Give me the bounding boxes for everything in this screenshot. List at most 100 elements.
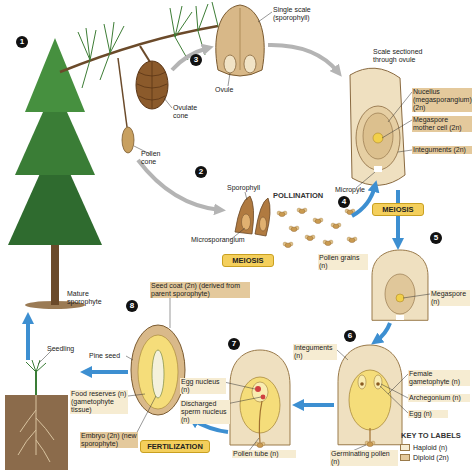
embryo-shape: [152, 350, 164, 398]
sperm-nucleus: [261, 395, 266, 400]
flow-arrow: [396, 190, 400, 244]
pollen-grain: [347, 237, 357, 243]
pollen-grain: [331, 223, 341, 229]
part-label: Mature sporophyte: [66, 290, 108, 306]
callout-number: 8: [126, 300, 138, 312]
archegonium-shape: [358, 375, 366, 389]
leader-line: [170, 298, 171, 328]
callout-number: 3: [190, 54, 202, 66]
leader-line: [388, 92, 412, 122]
scale-section: [350, 68, 405, 185]
part-label: Single scale (sporophyll): [272, 6, 324, 22]
box-text: MEIOSIS: [375, 205, 421, 214]
pollen-grain: [323, 240, 333, 246]
part-label: Female gametophyte (n): [408, 370, 470, 386]
food-reserves: [138, 335, 178, 409]
part-label: Integuments (n): [293, 344, 337, 360]
tree-trunk: [51, 238, 59, 305]
mother-cell: [373, 133, 383, 143]
part-label: Egg (n): [408, 410, 448, 418]
seed-coat: [131, 325, 185, 415]
ovule-stage: [230, 350, 290, 448]
leader-lines: [38, 12, 430, 452]
ovule-shape: [224, 55, 236, 73]
pine-seed: [131, 325, 185, 415]
legend-swatch: [400, 444, 410, 451]
micropyle-gap: [396, 315, 404, 320]
pollen-grain: [365, 441, 375, 447]
part-label: Pollen cone: [140, 150, 174, 166]
leader-line: [228, 73, 230, 86]
part-label: Pollen tube (n): [232, 450, 296, 458]
part-label: Micropyle: [334, 186, 374, 194]
sporophyll-shape: [255, 198, 270, 236]
mature-tree: [8, 38, 102, 309]
scale-ridge: [240, 8, 241, 70]
legend-swatch: [400, 454, 410, 461]
pollen-tube: [369, 428, 370, 442]
part-label: Seed coat (2n) (derived from parent spor…: [150, 282, 250, 298]
pollen-grain: [297, 208, 307, 214]
box-text: FERTILIZATION: [143, 442, 207, 451]
tree-foliage: [25, 38, 85, 112]
stage-heading: POLLINATION: [272, 192, 332, 200]
part-label: Embryo (2n) (new sporophyte): [80, 432, 138, 448]
blue-arrows: [28, 186, 398, 432]
female-gametophyte: [349, 370, 391, 430]
leader-line: [380, 386, 408, 413]
egg-shape: [252, 382, 268, 402]
callout-number: 7: [228, 338, 240, 350]
leader-line: [337, 350, 348, 360]
part-label: Germinating pollen (n): [330, 450, 398, 466]
cone-stalk: [118, 58, 127, 127]
cone-scales: [137, 62, 167, 108]
pollen-grain: [255, 442, 265, 448]
egg-shape: [376, 382, 380, 386]
leader-line: [398, 150, 412, 152]
part-label: Integuments (2n): [412, 146, 472, 154]
megaspore-shape: [396, 294, 404, 302]
flow-arrow: [376, 323, 390, 341]
process-box: MEIOSIS: [222, 254, 274, 267]
part-label: Egg nucleus (n): [180, 378, 226, 394]
sporophylls: [235, 196, 270, 236]
pollen-grains: [277, 208, 357, 248]
seedling: [5, 360, 68, 470]
part-label: Pollen grains (n): [318, 254, 368, 270]
part-label: Ovule: [214, 86, 242, 94]
nucellus-shape: [385, 274, 415, 314]
leader-line: [388, 374, 408, 394]
pollen-grain: [289, 226, 299, 232]
pollen-grain: [283, 242, 293, 248]
leader-line: [164, 98, 172, 108]
stage-heading: KEY TO LABELS: [400, 432, 472, 440]
flow-arrow: [172, 48, 208, 70]
ovule-stage: [338, 345, 402, 447]
flow-arrow: [26, 318, 30, 360]
pollen-grain: [313, 218, 323, 224]
part-label: Nucellus (megasporangium) (2n): [412, 88, 472, 112]
part-label: Discharged sperm nucleus (n): [180, 400, 230, 424]
part-label: Ovulate cone: [172, 104, 206, 120]
scale-shape: [216, 5, 264, 76]
ovule-outline: [338, 345, 402, 445]
soil: [5, 395, 68, 470]
part-label: Microsporangium: [190, 236, 252, 244]
seedling-roots: [18, 395, 54, 462]
part-label: Megaspore mother cell (2n): [412, 116, 472, 132]
pollen-tube: [259, 401, 262, 443]
legend-text: Diploid (2n): [413, 453, 449, 462]
cone-stalk: [140, 46, 150, 62]
scale-outline: [350, 68, 405, 185]
leader-line: [382, 120, 412, 138]
callout-number: 6: [344, 330, 356, 342]
microsporangium-shape: [242, 214, 251, 230]
flow-arrow: [138, 160, 220, 210]
leader-line: [356, 172, 375, 188]
leader-line: [245, 192, 247, 200]
legend-row: Haploid (n): [400, 443, 472, 453]
legend-row: Diploid (2n): [400, 453, 472, 463]
part-label: Seedling: [46, 345, 82, 353]
part-label: Pine seed: [88, 352, 126, 360]
